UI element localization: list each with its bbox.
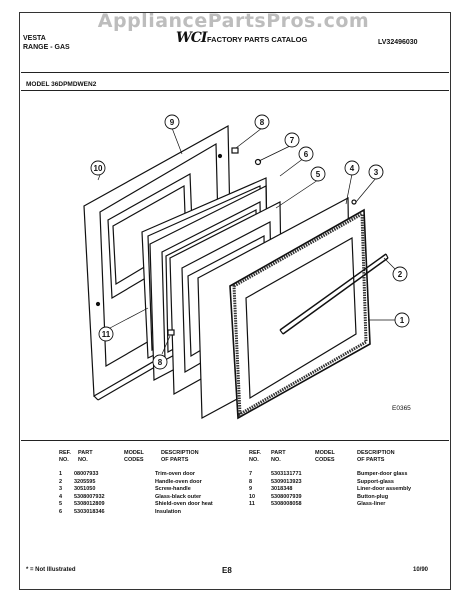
- handle-screw: [351, 199, 357, 205]
- callout-circle-9: [164, 114, 180, 130]
- exploded-door-diagram: 9 8 7 6 5 4 3 10 2 1 11 8: [83, 114, 410, 420]
- callout-circle-1: [394, 312, 410, 328]
- header-divider: [21, 72, 449, 73]
- catalog-number: LV32496030: [378, 39, 418, 46]
- callout-circle-5: [310, 166, 326, 182]
- table-divider: [21, 440, 449, 441]
- wci-logo: WCI: [176, 30, 207, 46]
- callout-circle-2: [392, 266, 408, 282]
- not-illustrated-note: * = Not Illustrated: [26, 567, 76, 573]
- callout-2: 2: [398, 270, 403, 279]
- support-glass-top: [231, 147, 239, 154]
- callout-4: 4: [350, 164, 355, 173]
- callout-8-top: 8: [260, 118, 265, 127]
- callout-1: 1: [400, 316, 405, 325]
- figure-code: E0365: [392, 405, 411, 412]
- trim-oven-door: [229, 208, 371, 420]
- callout-circle-11: [98, 326, 114, 342]
- catalog-title: FACTORY PARTS CATALOG: [207, 35, 308, 44]
- product-type: RANGE - GAS: [23, 44, 70, 51]
- callout-8-bottom: 8: [158, 358, 163, 367]
- callout-7: 7: [290, 136, 295, 145]
- callout-6: 6: [304, 150, 309, 159]
- watermark: AppliancePartsPros.com: [97, 10, 370, 32]
- callout-11: 11: [102, 330, 111, 339]
- callout-9: 9: [170, 118, 175, 127]
- bumper-door-glass: [254, 158, 262, 166]
- callout-circle-3: [368, 164, 384, 180]
- callout-circle-8-bottom: [152, 354, 168, 370]
- page-number: E8: [222, 566, 232, 575]
- model-number: MODEL 36DPMDWEN2: [26, 81, 97, 88]
- callout-circle-10: [90, 160, 106, 176]
- catalog-date: 10/90: [413, 567, 429, 573]
- model-divider: [21, 90, 449, 91]
- callout-10: 10: [94, 164, 103, 173]
- callout-3: 3: [374, 168, 379, 177]
- callout-circle-6: [298, 146, 314, 162]
- callout-circle-8-top: [254, 114, 270, 130]
- oven-door-handle: [279, 253, 389, 335]
- callout-circle-4: [344, 160, 360, 176]
- callout-circle-7: [284, 132, 300, 148]
- brand-name: VESTA: [23, 35, 46, 42]
- support-glass-bottom: [167, 329, 175, 336]
- callout-5: 5: [316, 170, 321, 179]
